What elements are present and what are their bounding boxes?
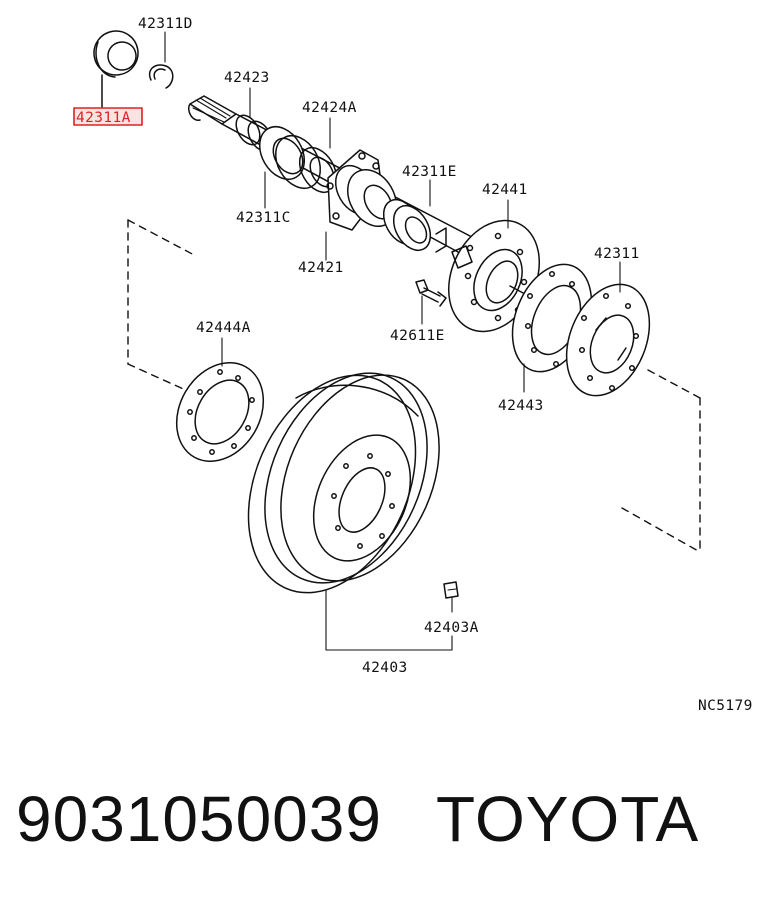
- axle-hub-42311-part[interactable]: [551, 261, 665, 408]
- label-42311e: 42311E: [402, 164, 457, 180]
- hub-bolt-42611e-part[interactable]: [415, 279, 447, 325]
- label-42424a: 42424A: [302, 100, 357, 116]
- exploded-parts-diagram: 42311D 42311A 42423 42424A 42311E 42441 …: [73, 16, 753, 714]
- label-42441: 42441: [482, 182, 528, 198]
- label-42311a[interactable]: 42311A: [76, 110, 131, 126]
- label-42611e: 42611E: [390, 328, 445, 344]
- diagram-reference-code: NC5179: [698, 698, 753, 714]
- label-42444a: 42444A: [196, 320, 251, 336]
- label-42311a-highlight: [73, 107, 143, 126]
- bearing-42311e-part[interactable]: [376, 179, 447, 257]
- label-42421: 42421: [298, 260, 344, 276]
- snap-ring-42311d-part[interactable]: [148, 31, 174, 89]
- brake-drum-42403-part[interactable]: [216, 347, 470, 651]
- label-42403a: 42403A: [424, 620, 479, 636]
- screw-42403a-part[interactable]: [443, 581, 459, 651]
- oil-seal-42311a-part[interactable]: [85, 22, 146, 111]
- label-42423: 42423: [224, 70, 270, 86]
- label-42311: 42311: [594, 246, 640, 262]
- bearing-42311c-part[interactable]: [251, 119, 330, 209]
- label-42443: 42443: [498, 398, 544, 414]
- label-42311c: 42311C: [236, 210, 291, 226]
- label-42311d: 42311D: [138, 16, 193, 32]
- part-number: 9031050039: [16, 783, 382, 855]
- brand-name: TOYOTA: [436, 783, 700, 855]
- assembly-dashed-outline: [127, 219, 701, 553]
- label-42403: 42403: [362, 660, 408, 676]
- drum-gasket-42444a-part[interactable]: [159, 337, 280, 477]
